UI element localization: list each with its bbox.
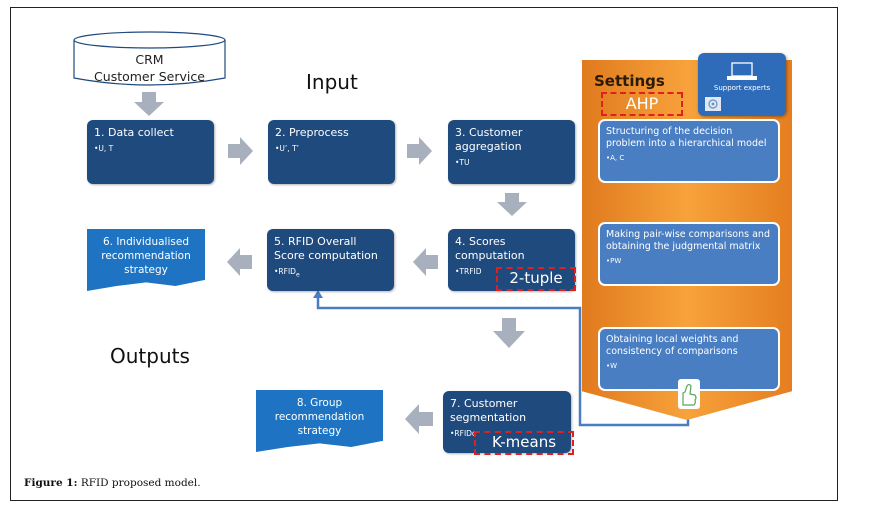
step-title: 2. Preprocess — [275, 126, 349, 139]
arrow-right-1-2 — [228, 137, 253, 165]
feedback-connector — [316, 296, 690, 427]
step-bullet: •U, T — [94, 144, 114, 153]
output-8-group-strategy: 8. Group recommendation strategy — [256, 390, 383, 452]
gear-network-icon — [705, 97, 721, 111]
step-1-data-collect: 1. Data collect •U, T — [87, 120, 214, 184]
laptop-icon — [727, 62, 757, 80]
outputs-heading: Outputs — [110, 344, 190, 368]
step-title: 5. RFID Overall Score computation — [274, 235, 378, 262]
bullet-subscript: e — [295, 271, 300, 279]
ahp-step-title: Structuring of the decision problem into… — [606, 126, 767, 149]
figure-caption: Figure 1: RFID proposed model. — [24, 477, 201, 489]
crm-label: CRM Customer Service — [74, 51, 225, 85]
crm-line2: Customer Service — [94, 69, 205, 84]
arrow-down-4-7 — [493, 318, 525, 348]
output-6-individualised-strategy: 6. Individualised recommendation strateg… — [87, 229, 205, 291]
connector-arrowhead — [313, 290, 323, 298]
ahp-step-title: Obtaining local weights and consistency … — [606, 334, 739, 357]
step-bullet: •TU — [455, 158, 470, 167]
crm-line1: CRM — [135, 52, 164, 67]
ahp-tag: AHP — [601, 92, 683, 116]
step-bullet: •RFIDe — [274, 267, 387, 279]
arrow-left-7-8 — [405, 404, 433, 434]
ahp-step-title: Making pair-wise comparisons and obtaini… — [606, 229, 770, 252]
database-icon — [73, 31, 226, 86]
step-title: 7. Customer segmentation — [450, 397, 527, 424]
step-title: 1. Data collect — [94, 126, 174, 139]
caption-label: Figure 1: — [24, 477, 78, 489]
step-bullet: •RFIDc — [450, 429, 477, 438]
input-heading: Input — [306, 70, 358, 94]
thumbs-up-icon — [678, 379, 700, 409]
arrow-down-crm — [134, 92, 164, 116]
method-tag-2-tuple: 2-tuple — [496, 267, 576, 291]
bullet-text: •RFID — [274, 267, 296, 276]
step-bullet: •U’, T’ — [275, 144, 300, 153]
arrow-left-4-5 — [413, 248, 438, 276]
step-title: 3. Customer aggregation — [455, 126, 523, 153]
step-7-customer-segmentation: 7. Customer segmentation •RFIDc — [443, 391, 571, 453]
step-3-customer-aggregation: 3. Customer aggregation •TU — [448, 120, 575, 184]
arrow-right-2-3 — [407, 137, 432, 165]
support-experts-label: Support experts — [713, 84, 771, 92]
ahp-step-bullet: •PW — [606, 257, 622, 265]
ahp-step-pairwise: Making pair-wise comparisons and obtaini… — [598, 222, 780, 286]
arrow-down-3-4 — [497, 193, 527, 216]
arrow-left-5-6 — [227, 248, 252, 276]
ahp-step-bullet: •A, C — [606, 154, 625, 162]
support-experts-card: Support experts — [698, 53, 786, 116]
step-bullet: •TRFID — [455, 267, 482, 276]
step-5-rfid-overall-score: 5. RFID Overall Score computation •RFIDe — [267, 229, 394, 291]
settings-heading: Settings — [594, 72, 665, 90]
ahp-step-structuring: Structuring of the decision problem into… — [598, 119, 780, 183]
method-tag-k-means: K-means — [474, 431, 574, 455]
ahp-step-bullet: •W — [606, 362, 618, 370]
step-title: 4. Scores computation — [455, 235, 525, 262]
step-2-preprocess: 2. Preprocess •U’, T’ — [268, 120, 395, 184]
caption-text: RFID proposed model. — [77, 477, 201, 489]
step-4-scores-computation: 4. Scores computation •TRFID — [448, 229, 575, 291]
